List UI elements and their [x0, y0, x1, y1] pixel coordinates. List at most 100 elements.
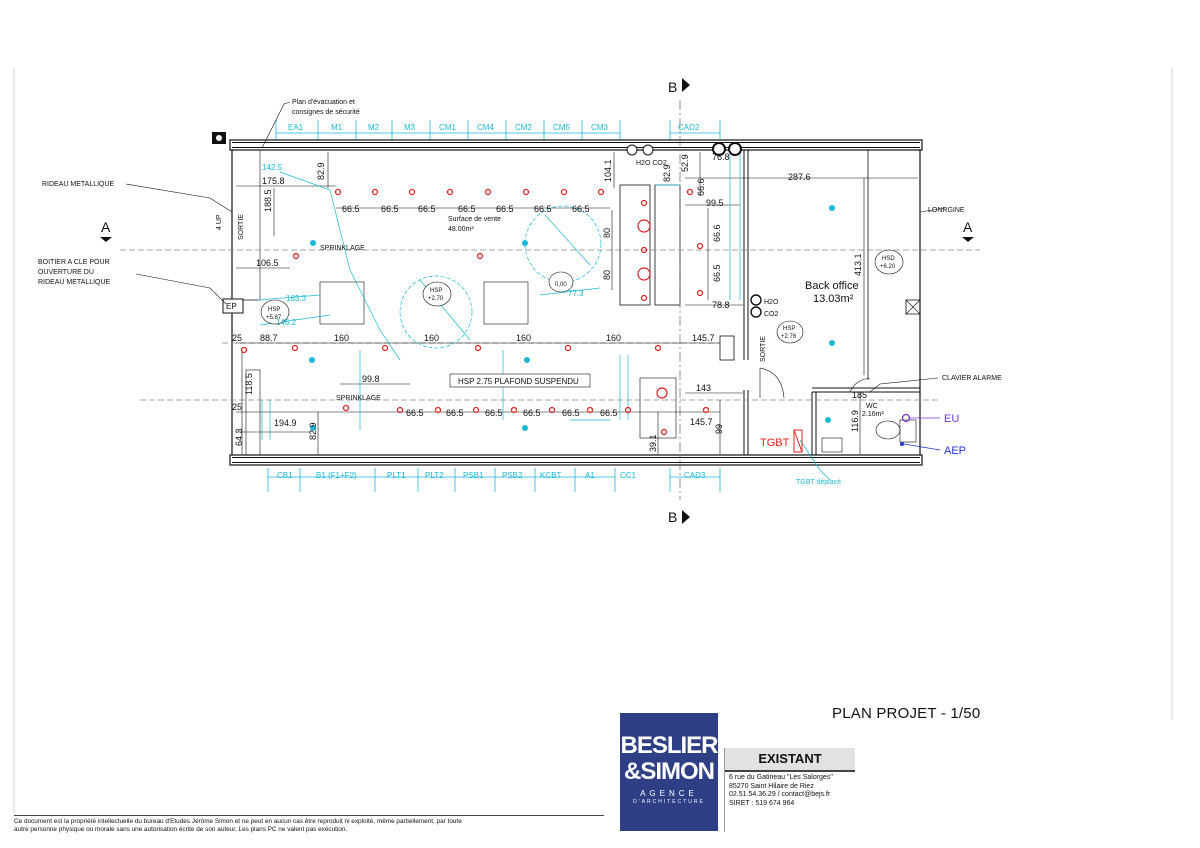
shelf-top-label: CM5 [553, 123, 570, 132]
shelf-top-label: M1 [331, 123, 343, 132]
logo-line-2: &SIMON [624, 758, 715, 785]
hsp-label-3: HSP [783, 326, 795, 332]
dim-99: 99 [714, 424, 724, 434]
section-a-left: A [101, 219, 111, 235]
dim-99-5: 99.5 [706, 198, 724, 208]
dim-66-5-4: 66.5 [458, 204, 476, 214]
dim-88-7: 88.7 [260, 333, 278, 343]
dim-82-9-mid: 82.9 [662, 164, 672, 182]
logo-line-4: D'ARCHITECTURE [633, 799, 705, 805]
dim-66-6-1: 66.6 [696, 178, 706, 196]
hsd-label: HSD [882, 256, 895, 262]
label-tgbt: TGBT [760, 437, 790, 449]
dim-116-9: 116.9 [850, 410, 860, 432]
dim-145-7-top: 145.7 [692, 333, 715, 343]
shelf-top-label: M2 [368, 123, 380, 132]
footer-line: Ce document est la propriété intellectue… [14, 818, 462, 825]
dim-66-5-6: 66.5 [534, 204, 552, 214]
label-sortie-left: SORTIE [238, 214, 245, 240]
dim-146-2: 146.2 [276, 318, 297, 327]
plan-title: PLAN PROJET - 1/50 [832, 705, 981, 722]
dim-185: 185 [852, 390, 867, 400]
label-h2o: H2O [764, 299, 779, 306]
label-plan-evac-2: consignes de sécurité [292, 109, 360, 116]
dim-76-8: 76.8 [712, 152, 730, 162]
dim-66-5-1: 66.5 [342, 204, 360, 214]
section-b-top: B [668, 79, 677, 95]
label-eu: EU [944, 413, 959, 425]
tgbt-panel [793, 429, 803, 453]
wc-fixtures [759, 367, 917, 453]
dim-66-5-3: 66.5 [418, 204, 436, 214]
section-markers [100, 78, 974, 524]
shelf-top-label: CAD2 [678, 123, 700, 132]
light-fixture-icons [240, 188, 710, 436]
shelf-bottom-label: PSB1 [463, 471, 484, 480]
footer-line: autre personne physique ou morale sans u… [14, 826, 348, 833]
dim-183-3: 183.3 [286, 294, 307, 303]
height-markers [260, 249, 904, 344]
dim-80-2: 80 [602, 270, 612, 280]
shelf-top-label: CM4 [477, 123, 494, 132]
shelf-top-label: CM3 [591, 123, 608, 132]
dim-145-7-bottom: 145.7 [690, 417, 713, 427]
label-wc-1: WC [866, 403, 878, 410]
shelf-bottom-label: KCBT [540, 471, 561, 480]
dimension-lines [236, 152, 918, 454]
label-plan-evac-1: Plan d'évacuation et [292, 99, 355, 106]
shelf-bottom-label: PSB2 [502, 471, 523, 480]
state-label: EXISTANT [725, 748, 855, 772]
label-sprinklage-top: SPRINKLAGE [320, 245, 365, 252]
hsd-value-620: +6.20 [880, 264, 896, 270]
dim-160-1: 160 [334, 333, 349, 343]
label-tgbt-deplace: TGBT déplacé [796, 479, 841, 486]
label-boitier-1: BOITIER A CLE POUR [38, 259, 110, 266]
section-b-bottom: B [668, 509, 677, 525]
label-surface-vente-2: 48.00m² [448, 226, 474, 233]
label-h2o-co2: H2O CO2 [636, 160, 667, 167]
dim-175-8: 175.8 [262, 176, 285, 186]
label-co2: CO2 [764, 311, 779, 318]
label-4-up: 4 UP [216, 214, 223, 230]
dim-64-3: 64.3 [234, 428, 244, 446]
copyright-footer: Ce document est la propriété intellectue… [14, 815, 604, 834]
label-surface-vente-1: Surface de vente [448, 216, 501, 223]
dim-25-bottom: 25 [232, 402, 242, 412]
hsp-value-587: +5.87 [266, 315, 282, 321]
dim-39-1: 39.1 [648, 434, 658, 452]
hsp-value-270: +2.70 [428, 296, 444, 302]
dim-118-5: 118.5 [244, 373, 254, 395]
logo-line-3: AGENCE [640, 789, 698, 798]
dim-66-5-10: 66.5 [485, 408, 503, 418]
dim-82-9-bottom: 82.9 [308, 422, 318, 440]
agency-address: 6 rue du Gatineau "Les Salorges" 85270 S… [729, 774, 833, 808]
shelf-bottom-label: PLT1 [387, 471, 406, 480]
sprinkler-icons [309, 205, 835, 431]
address-line: 85270 Saint Hilaire de Riez [729, 782, 814, 790]
agency-logo: BESLIER &SIMON AGENCE D'ARCHITECTURE [620, 713, 719, 831]
label-hsp-plafond: HSP 2.75 PLAFOND SUSPENDU [458, 377, 579, 386]
dim-78-8: 78.8 [712, 300, 730, 310]
label-wc-2: 2.16m² [862, 411, 884, 418]
label-clavier-alarme: CLAVIER ALARME [942, 375, 1002, 382]
shelf-dimension-bottom [267, 468, 721, 492]
dim-106-5: 106.5 [256, 258, 279, 268]
dim-66-5-8: 66.5 [406, 408, 424, 418]
hsp-label-1: HSP [268, 307, 280, 313]
shelf-bottom-label: A1 [585, 471, 595, 480]
building-walls [212, 132, 923, 466]
address-line: 02.51.54.36.29 / contact@bejs.fr [729, 791, 831, 799]
hsp-plafond-box [449, 373, 591, 388]
aep-marker [900, 442, 904, 446]
shelf-top-label: CM1 [439, 123, 456, 132]
dim-82-9-top: 82.9 [316, 162, 326, 180]
shelf-bottom-label: B1 (F1+F2) [316, 471, 357, 480]
dim-160-3: 160 [516, 333, 531, 343]
dim-142-5: 142.5 [262, 163, 283, 172]
label-ep: EP [226, 302, 237, 311]
dim-188-5: 188.5 [263, 189, 273, 212]
cyan-layout [257, 150, 831, 481]
dim-66-5-11: 66.5 [523, 408, 541, 418]
shelf-bottom-label: CC1 [620, 471, 637, 480]
